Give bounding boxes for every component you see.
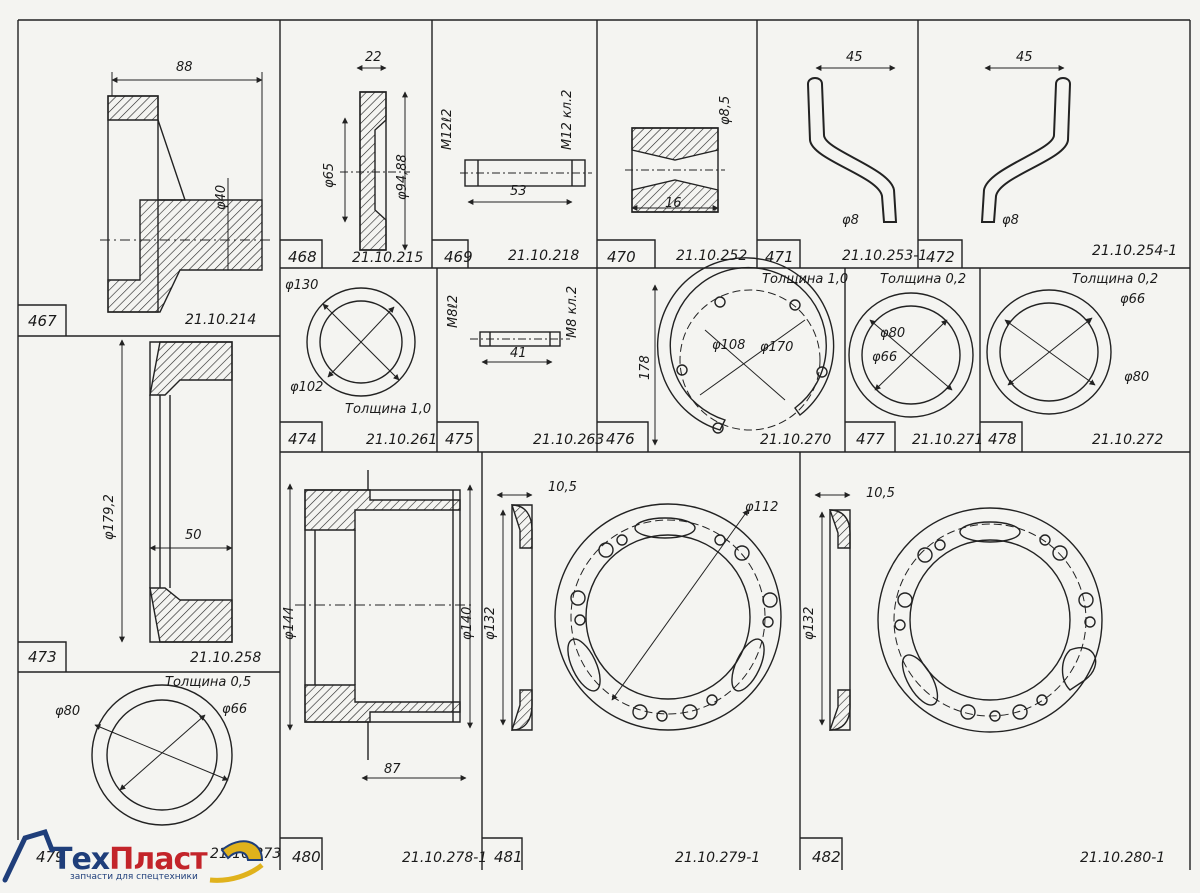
- part-480-dim-inner: φ140: [460, 606, 475, 640]
- part-467-number: 467: [28, 312, 57, 330]
- drawing-469: [460, 159, 592, 205]
- drawing-482: [814, 492, 1103, 733]
- part-481-code: 21.10.279-1: [675, 850, 761, 866]
- part-467-dim-length: 88: [176, 60, 193, 75]
- part-481-number: 481: [494, 848, 523, 866]
- part-475-number: 475: [445, 430, 474, 448]
- part-475-code: 21.10.263: [533, 432, 605, 448]
- part-477-dim-inner: φ66: [872, 350, 898, 365]
- part-476-code: 21.10.270: [760, 432, 832, 448]
- part-476-thickness-note: Толщина 1,0: [762, 272, 849, 287]
- drawing-468: [340, 65, 410, 251]
- part-472-number: 472: [926, 248, 955, 266]
- part-481-dim-bore: φ132: [483, 606, 498, 640]
- part-472-dim-diameter: φ8: [1002, 213, 1019, 228]
- part-474-thickness-note: Толщина 1,0: [345, 402, 432, 417]
- part-475-dim-thread-left: M8ℓ2: [446, 294, 461, 328]
- drawing-471: [806, 65, 898, 223]
- part-482-dim-bore: φ132: [802, 606, 817, 640]
- part-478-dim-outer: φ80: [1124, 370, 1150, 385]
- part-479-number: 479: [36, 848, 65, 866]
- part-467-dim-diameter: φ40: [214, 184, 229, 210]
- drawing-476: [652, 257, 835, 446]
- drawing-481: [496, 492, 782, 731]
- part-468-code: 21.10.215: [352, 250, 424, 266]
- part-481-dim-width: 10,5: [548, 480, 577, 495]
- part-479-dim-inner: φ66: [222, 702, 248, 717]
- part-474-number: 474: [288, 430, 317, 448]
- part-482-dim-width: 10,5: [866, 486, 895, 501]
- part-467-code: 21.10.214: [185, 312, 257, 328]
- part-469-number: 469: [444, 248, 473, 266]
- drawing-477: [848, 292, 974, 418]
- part-482-number: 482: [812, 848, 841, 866]
- part-478-thickness-note: Толщина 0,2: [1072, 272, 1159, 287]
- part-470-number: 470: [607, 248, 636, 266]
- part-478-number: 478: [988, 430, 1017, 448]
- part-472-dim-width: 45: [1016, 50, 1033, 65]
- part-478-code: 21.10.272: [1092, 432, 1164, 448]
- part-473-code: 21.10.258: [190, 650, 262, 666]
- part-482-code: 21.10.280-1: [1080, 850, 1166, 866]
- techplast-logo: ТехПласт запчасти для спецтехники: [0, 820, 270, 893]
- part-469-dim-thread-right: M12 кл.2: [560, 89, 575, 150]
- part-472-code: 21.10.254-1: [1092, 243, 1178, 259]
- part-469-code: 21.10.218: [508, 248, 580, 264]
- part-470-dim-length: 16: [665, 196, 682, 211]
- part-473-dim-diameter: φ179,2: [102, 494, 117, 540]
- part-469-dim-length: 53: [510, 184, 527, 199]
- part-476-number: 476: [606, 430, 635, 448]
- part-469-dim-thread-left: M12ℓ2: [440, 108, 455, 150]
- part-479-thickness-note: Толщина 0,5: [165, 675, 252, 690]
- logo-brand-part-a: Тех: [52, 842, 110, 877]
- part-468-number: 468: [288, 248, 317, 266]
- part-471-number: 471: [765, 248, 794, 266]
- part-476-dim-inner: φ108: [712, 338, 746, 353]
- part-468-dim-width: 22: [365, 50, 382, 65]
- logo-brand: ТехПласт: [52, 842, 208, 877]
- drawing-475: [470, 331, 570, 365]
- drawing-467: [100, 72, 270, 313]
- part-480-code: 21.10.278-1: [402, 850, 488, 866]
- part-473-number: 473: [28, 648, 57, 666]
- part-471-dim-diameter: φ8: [842, 213, 859, 228]
- drawing-478: [986, 289, 1112, 415]
- part-476-dim-outer: φ170: [760, 340, 794, 355]
- part-481-dim-pcd: φ112: [745, 500, 779, 515]
- part-480-number: 480: [292, 848, 321, 866]
- drawing-479: [91, 684, 233, 826]
- part-474-dim-inner: φ102: [290, 380, 324, 395]
- part-468-dim-outer: φ94,88: [395, 154, 410, 200]
- excavator-icon: [2, 828, 264, 883]
- part-474-dim-outer: φ130: [285, 278, 319, 293]
- logo-brand-part-b: Пласт: [109, 842, 207, 877]
- part-477-dim-outer: φ80: [880, 326, 906, 341]
- part-480-dim-length: 87: [384, 762, 401, 777]
- drawing-480: [287, 470, 475, 781]
- part-475-dim-length: 41: [510, 346, 527, 361]
- part-478-dim-inner: φ66: [1120, 292, 1146, 307]
- drawing-474: [306, 287, 416, 397]
- part-477-code: 21.10.271: [912, 432, 984, 448]
- logo-tagline: запчасти для спецтехники: [70, 872, 198, 882]
- part-477-thickness-note: Толщина 0,2: [880, 272, 967, 287]
- part-476-dim-height: 178: [638, 355, 653, 380]
- part-470-dim-diameter: φ8,5: [718, 95, 733, 125]
- part-473-dim-width: 50: [185, 528, 202, 543]
- part-471-dim-width: 45: [846, 50, 863, 65]
- part-480-dim-outer: φ144: [282, 606, 297, 640]
- part-470-code: 21.10.252: [676, 248, 748, 264]
- part-468-dim-inner: φ65: [322, 162, 337, 188]
- drawing-473: [119, 339, 233, 643]
- part-471-code: 21.10.253-1: [842, 248, 928, 264]
- part-479-dim-outer: φ80: [55, 704, 81, 719]
- part-477-number: 477: [856, 430, 885, 448]
- part-475-dim-thread-right: M8 кл.2: [565, 285, 580, 338]
- part-474-code: 21.10.261: [366, 432, 438, 448]
- drawing-470: [625, 127, 725, 213]
- drawing-472: [980, 65, 1072, 223]
